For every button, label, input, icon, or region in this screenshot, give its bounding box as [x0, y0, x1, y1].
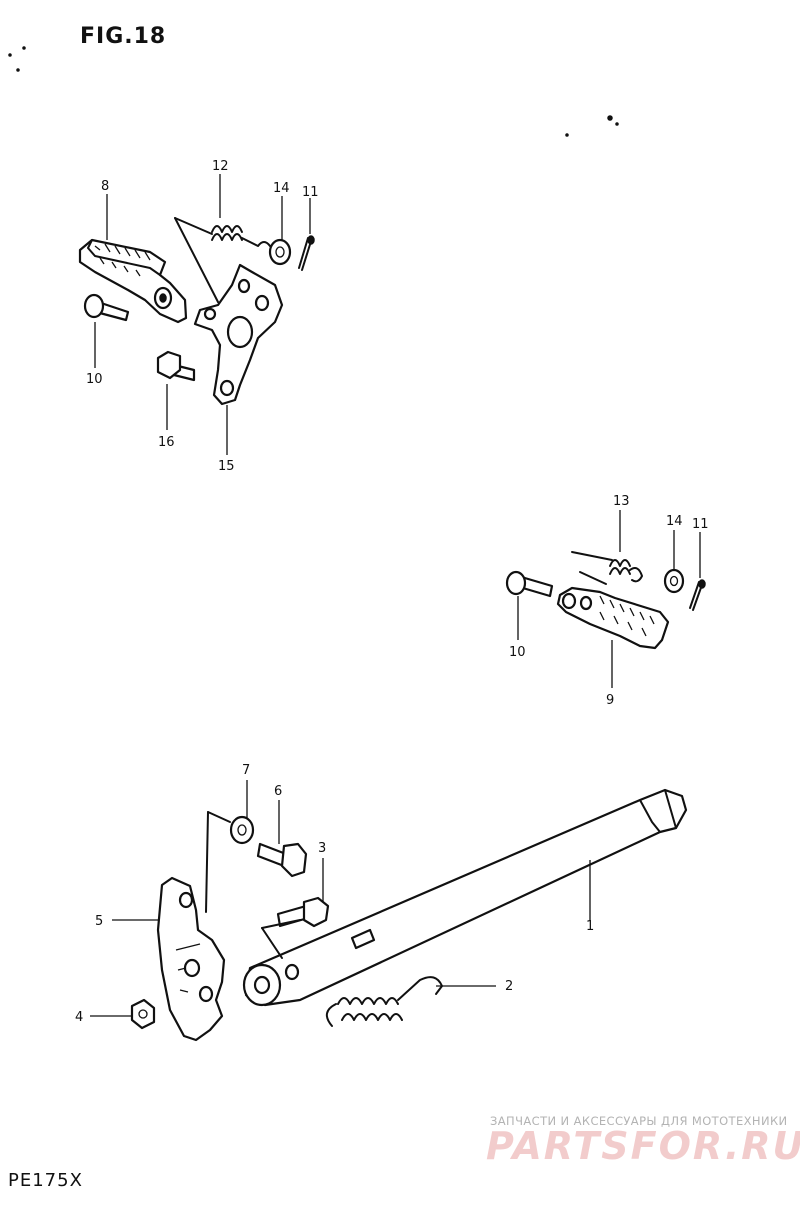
label-part-2: 2	[505, 979, 513, 994]
part-14-washer-right	[663, 568, 685, 594]
part-8-footrest	[78, 238, 188, 324]
part-16-bolt	[156, 350, 196, 382]
label-part-14-upper: 14	[273, 181, 290, 196]
label-part-16: 16	[158, 435, 175, 450]
label-part-11-right: 11	[692, 517, 709, 532]
part-11-cotter-pin-upper	[298, 235, 315, 271]
part-14-washer-upper	[268, 238, 292, 266]
label-part-4: 4	[75, 1010, 83, 1025]
watermark-logo: PARTSFOR.RU	[486, 1124, 800, 1168]
part-15-bracket	[193, 263, 284, 406]
part-11-cotter-pin-right	[689, 579, 706, 611]
part-3-bolt	[261, 896, 330, 959]
right-leaders	[517, 510, 701, 688]
scan-specks	[8, 46, 619, 137]
lower-leaders	[90, 780, 591, 1017]
part-10-pin-upper	[83, 293, 130, 322]
part-4-nut	[130, 998, 156, 1030]
part-13-spring	[571, 551, 643, 585]
part-10-pin-right	[505, 570, 554, 598]
upper-leaders	[94, 174, 311, 455]
part-9-footrest	[556, 586, 670, 650]
label-part-7: 7	[242, 763, 250, 778]
label-part-9: 9	[606, 693, 614, 708]
figure-title: FIG.18	[80, 24, 167, 49]
label-part-12: 12	[212, 159, 229, 174]
label-part-10-upper: 10	[86, 372, 103, 387]
part-2-spring	[325, 976, 443, 1027]
watermark-text: ЗАПЧАСТИ И АКСЕССУАРЫ ДЛЯ МОТОТЕХНИКИ	[490, 1114, 788, 1128]
part-12-spring	[174, 217, 271, 303]
label-part-6: 6	[274, 784, 282, 799]
label-part-1: 1	[586, 919, 594, 934]
part-7-washer	[205, 811, 255, 913]
label-part-10-right: 10	[509, 645, 526, 660]
label-part-14-right: 14	[666, 514, 683, 529]
model-code: PE175X	[8, 1170, 83, 1191]
label-part-13: 13	[613, 494, 630, 509]
part-1-side-stand	[242, 788, 688, 1007]
label-part-8: 8	[101, 179, 109, 194]
label-part-11-upper: 11	[302, 185, 319, 200]
label-part-3: 3	[318, 841, 326, 856]
label-part-5: 5	[95, 914, 103, 929]
label-part-15: 15	[218, 459, 235, 474]
part-6-bolt	[256, 842, 308, 878]
part-5-bracket	[156, 876, 226, 1042]
